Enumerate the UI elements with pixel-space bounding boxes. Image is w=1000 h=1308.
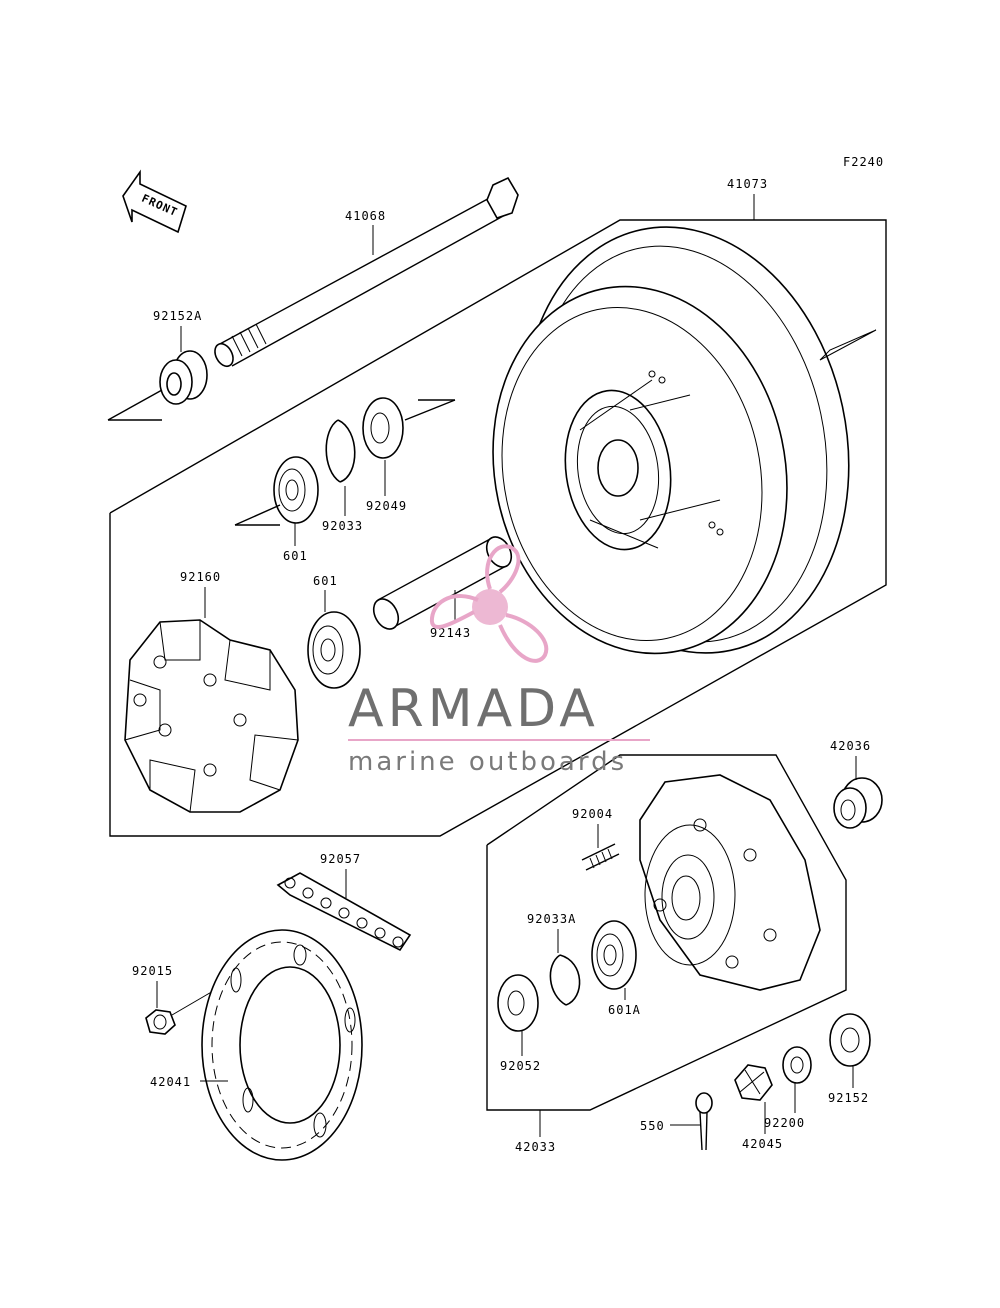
collar-92152 (829, 1013, 871, 1067)
sprocket-42041 (201, 929, 363, 1161)
collar-92152A (159, 350, 208, 405)
label-92049: 92049 (366, 499, 407, 513)
bearing-601-mid (307, 611, 361, 689)
castle-nut-42045 (734, 1064, 773, 1101)
circlip-92033 (325, 419, 356, 483)
bearing-601-top (273, 456, 319, 524)
sprocket-hub (639, 774, 821, 991)
label-42045: 42045 (742, 1137, 783, 1151)
label-92057: 92057 (320, 852, 361, 866)
circlip-92033A (549, 954, 581, 1006)
label-92033: 92033 (322, 519, 363, 533)
watermark-brand: ARMADA (348, 679, 599, 739)
wheel-group-outline (109, 219, 887, 837)
armada-watermark-logo: ARMADA marine outboards (348, 544, 650, 777)
nut-92015 (145, 1009, 176, 1035)
washer-92200 (782, 1046, 812, 1084)
label-41073: 41073 (727, 177, 768, 191)
front-arrow-icon: FRONT (122, 169, 187, 234)
label-92152A: 92152A (153, 309, 202, 323)
label-550: 550 (640, 1119, 665, 1133)
label-92052: 92052 (500, 1059, 541, 1073)
figure-code: F2240 (843, 155, 884, 169)
cotter-pin-550 (695, 1092, 713, 1151)
label-92143: 92143 (430, 626, 471, 640)
hub-group-outline (486, 754, 847, 1111)
label-42041: 42041 (150, 1075, 191, 1089)
label-92200: 92200 (764, 1116, 805, 1130)
seal-92049 (362, 397, 404, 459)
label-601A: 601A (608, 1003, 641, 1017)
label-42036: 42036 (830, 739, 871, 753)
seal-92052 (497, 974, 539, 1032)
label-92004: 92004 (572, 807, 613, 821)
label-41068: 41068 (345, 209, 386, 223)
watermark-tagline: marine outboards (348, 747, 627, 777)
wheel-41073 (492, 226, 877, 655)
label-92152: 92152 (828, 1091, 869, 1105)
bearing-601A (591, 920, 637, 990)
propeller-icon (429, 544, 549, 663)
label-42033: 42033 (515, 1140, 556, 1154)
stud-92004 (581, 843, 620, 871)
label-92015: 92015 (132, 964, 173, 978)
label-601-mid: 601 (313, 574, 338, 588)
damper-92160 (124, 619, 299, 813)
label-92033A: 92033A (527, 912, 576, 926)
axle-41068 (214, 176, 519, 368)
chain-92057 (276, 872, 412, 952)
label-92160: 92160 (180, 570, 221, 584)
collar-42036 (833, 777, 883, 829)
label-601-top: 601 (283, 549, 308, 563)
